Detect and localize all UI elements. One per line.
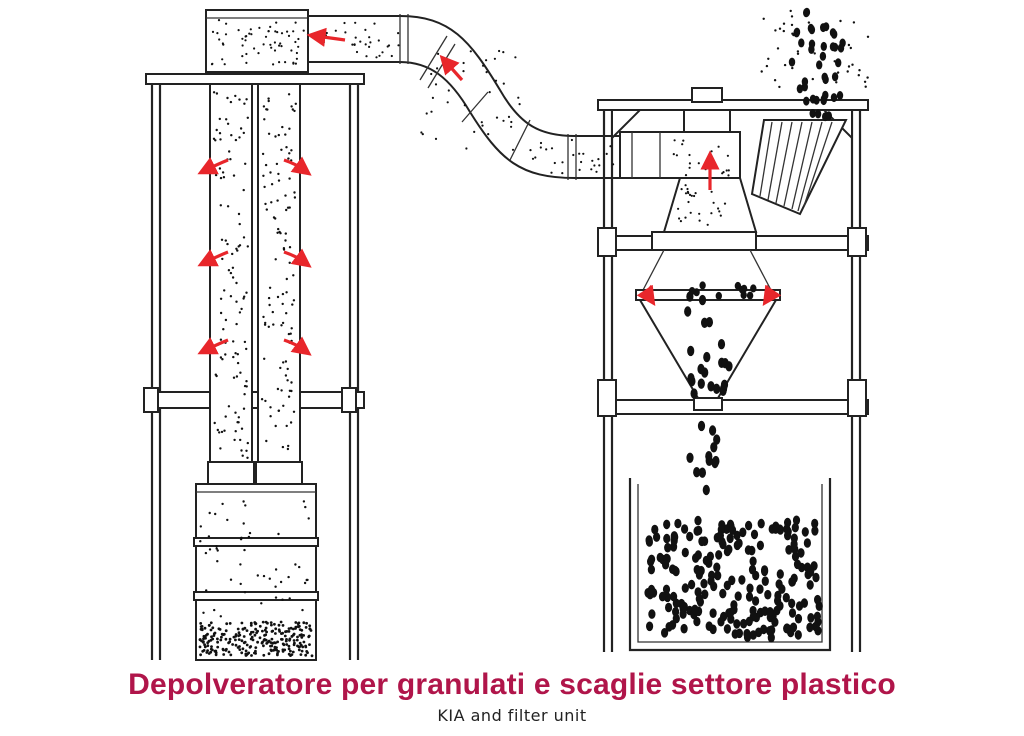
- curved-flow-arrow-icon: [197, 249, 229, 267]
- curved-flow-arrow-icon: [283, 156, 312, 176]
- filter-sleeve-right: [257, 83, 301, 465]
- kia-top-plate: [597, 99, 869, 111]
- plastic-granules: [644, 7, 846, 643]
- fan-motor: [691, 87, 723, 103]
- kia-lower-crossbar: [597, 399, 869, 415]
- filter-inlet-box: [205, 9, 309, 73]
- airflow-arrows: [197, 27, 782, 356]
- curved-flow-arrow-icon: [283, 336, 312, 356]
- curved-flow-arrow-icon: [762, 284, 782, 306]
- caption-title: Depolveratore per granulati e scaglie se…: [128, 668, 896, 701]
- filter-unit: [143, 9, 365, 661]
- discharge-cone: [638, 299, 778, 399]
- caption-subtitle: KIA and filter unit: [437, 706, 587, 725]
- discharge-cone-rim: [635, 289, 781, 301]
- curved-flow-arrow-icon: [197, 337, 229, 355]
- fan-housing: [619, 131, 741, 179]
- airflow-arrow-icon: [306, 27, 346, 47]
- filter-top-plate: [145, 73, 365, 85]
- curved-flow-arrow-icon: [197, 157, 229, 175]
- kia-unit: [597, 87, 869, 652]
- feed-hopper: [750, 119, 848, 216]
- dust-particles: [198, 9, 870, 658]
- filter-crossbar: [145, 391, 365, 409]
- curved-flow-arrow-icon: [283, 248, 312, 268]
- airflow-arrow-icon: [439, 54, 464, 82]
- clean-granule-bin: [628, 478, 832, 652]
- curved-flow-arrow-icon: [636, 284, 656, 306]
